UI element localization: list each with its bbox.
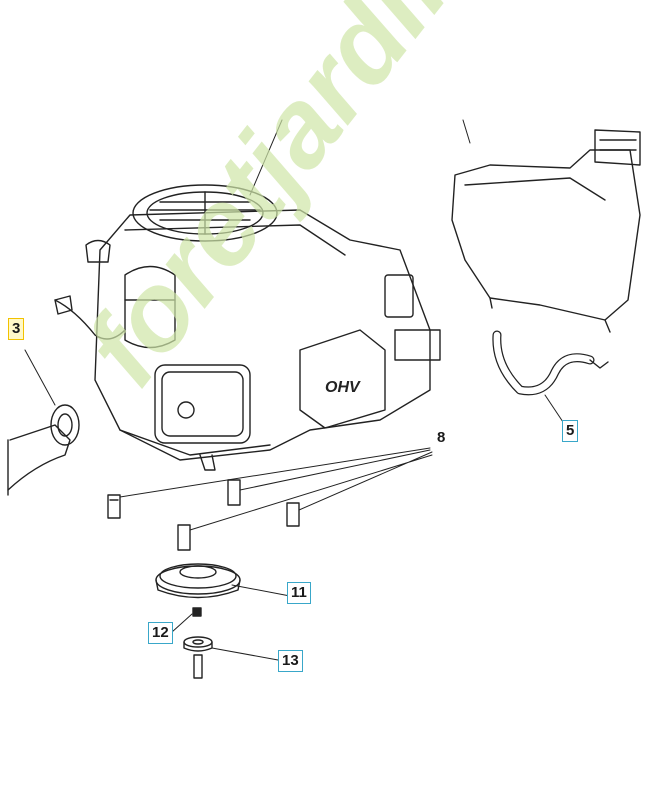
bolts	[107, 447, 433, 551]
fuel-hose	[492, 330, 609, 426]
washer-bolt	[183, 636, 279, 679]
callout-3: 3	[8, 318, 25, 340]
engine	[54, 119, 441, 471]
callout-13: 13	[278, 650, 303, 672]
callout-11: 11	[287, 582, 311, 604]
fuel-tank	[451, 119, 641, 333]
engine-ohv-label: OHV	[325, 379, 361, 396]
callout-5: 5	[562, 420, 579, 442]
exhaust-hose	[7, 349, 80, 496]
callout-12: 12	[148, 622, 173, 644]
pulley	[155, 563, 291, 599]
callout-8: 8	[437, 429, 446, 446]
